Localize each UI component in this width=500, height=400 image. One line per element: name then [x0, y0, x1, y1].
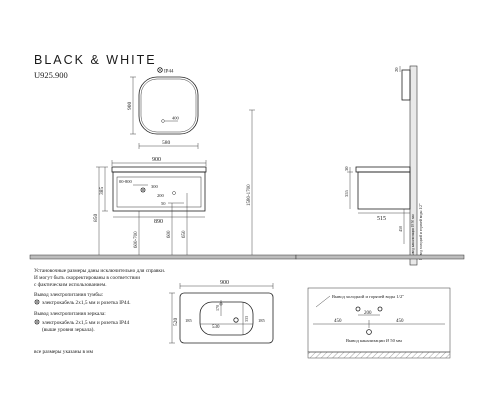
note-line-5: электрокабель 2х1,5 мм и розетка IP44.	[42, 299, 131, 306]
hot-water-pipe	[377, 306, 383, 312]
height-600-dim: 600	[167, 230, 172, 238]
plumbing-water-label: Вывод холодной и горячей воды 1/2"	[332, 294, 404, 299]
floor-front	[29, 254, 297, 260]
note-line-3: с фактическим использованием.	[34, 281, 107, 288]
cabinet-body	[112, 171, 206, 212]
installation-notes: Установочные размеры даны исключительно …	[34, 268, 165, 355]
side-height-dim: 355	[344, 190, 349, 198]
plumbing-pipe-gap-dim: 200	[364, 311, 372, 316]
side-top-dim: 20	[394, 67, 399, 72]
note-line-7: электрокабель 2х1,5 мм и розетка IP44	[42, 319, 130, 326]
cabinet-socket-icon	[140, 187, 146, 193]
top-side-left-dim: 185	[185, 318, 193, 323]
height-600-700-dim: 600-700	[134, 231, 139, 248]
plumbing-drain-label: Вывод канализации Ø 50 мм	[346, 338, 402, 343]
cold-water-pipe	[355, 306, 361, 312]
height-dimensions: 850 600-700 600 650 1580-1700	[93, 109, 255, 255]
mirror-mount-height-dim: 1580-1700	[247, 184, 252, 206]
cabinet-height-dim: 385	[99, 187, 105, 196]
side-drain-label: Вывод канализации Ø 50 мм	[411, 214, 415, 258]
mirror-socket-label: IP44	[164, 70, 174, 75]
top-bowl-depth-dim: 333	[244, 316, 249, 322]
side-view: 20 30 355 515 450 Вывод холодной и горяч…	[344, 65, 423, 266]
top-bowl	[199, 301, 254, 336]
mirror-outline	[138, 76, 199, 135]
socket-symbol-icon	[34, 319, 40, 325]
side-water-label: Вывод холодной и горячей воды 1/2"	[419, 203, 423, 260]
note-line-8: (выше уровня зеркала).	[42, 326, 95, 333]
model-code: U925.900	[34, 70, 68, 80]
mirror-width-dim: 580	[162, 140, 171, 146]
top-countertop	[179, 292, 274, 344]
top-view: 900 170 530 333 185 185 520	[169, 280, 274, 344]
wall-hatch-strip	[307, 351, 451, 359]
floor-side	[295, 254, 465, 260]
top-depth-dim: 520	[173, 318, 179, 327]
side-gap-dim: 30	[344, 166, 349, 171]
mirror-socket-icon	[157, 67, 163, 73]
side-countertop	[355, 166, 411, 173]
top-bowl-width-dim: 530	[212, 325, 220, 330]
top-tap-offset-dim: 170	[215, 305, 220, 311]
mirror-switch-icon	[161, 119, 165, 123]
height-850-dim: 850	[93, 214, 99, 223]
top-tap-hole	[233, 317, 239, 323]
cabinet-front-view: 900 00-800 300 200 50 385 890	[99, 157, 207, 225]
note-line-2: И могут быть скорректированы в соответст…	[34, 274, 140, 281]
note-line-1: Установочные размеры даны исключительно …	[34, 268, 165, 274]
note-line-9: все размеры указаны в мм	[34, 349, 94, 355]
mirror-switch-dim: 400	[172, 116, 180, 121]
cabinet-width-top-dim: 900	[152, 157, 161, 163]
side-height-450-dim: 450	[398, 226, 403, 232]
mirror-front-view: IP44 400 900 580	[127, 67, 199, 149]
top-side-right-dim: 185	[258, 318, 266, 323]
cabinet-d300-dim: 300	[151, 184, 159, 189]
plumbing-detail: Вывод холодной и горячей воды 1/2" 200 4…	[307, 287, 451, 353]
cabinet-top	[111, 166, 207, 173]
side-body	[357, 171, 411, 210]
socket-symbol-icon	[34, 299, 40, 305]
cabinet-width-inner-dim: 890	[154, 219, 163, 225]
note-line-6: Вывод электропитания зеркала:	[34, 311, 106, 317]
side-depth-dim: 515	[377, 216, 386, 222]
plumbing-right-dim: 450	[396, 319, 404, 324]
cabinet-pipe-icon	[172, 191, 176, 195]
height-650-dim: 650	[182, 230, 187, 238]
note-line-4: Вывод электропитания тумбы:	[34, 291, 104, 298]
mirror-height-dim: 900	[127, 102, 133, 111]
cabinet-inner-width-dim: 00-800	[119, 179, 132, 184]
brand-logo: BLACK & WHITE	[34, 53, 157, 67]
cabinet-d200-dim: 200	[157, 193, 165, 198]
wall	[409, 65, 418, 266]
cabinet-d50-dim: 50	[161, 201, 166, 206]
plumbing-left-dim: 450	[334, 319, 342, 324]
drain-pipe	[366, 329, 372, 335]
top-width-dim: 900	[220, 280, 229, 286]
